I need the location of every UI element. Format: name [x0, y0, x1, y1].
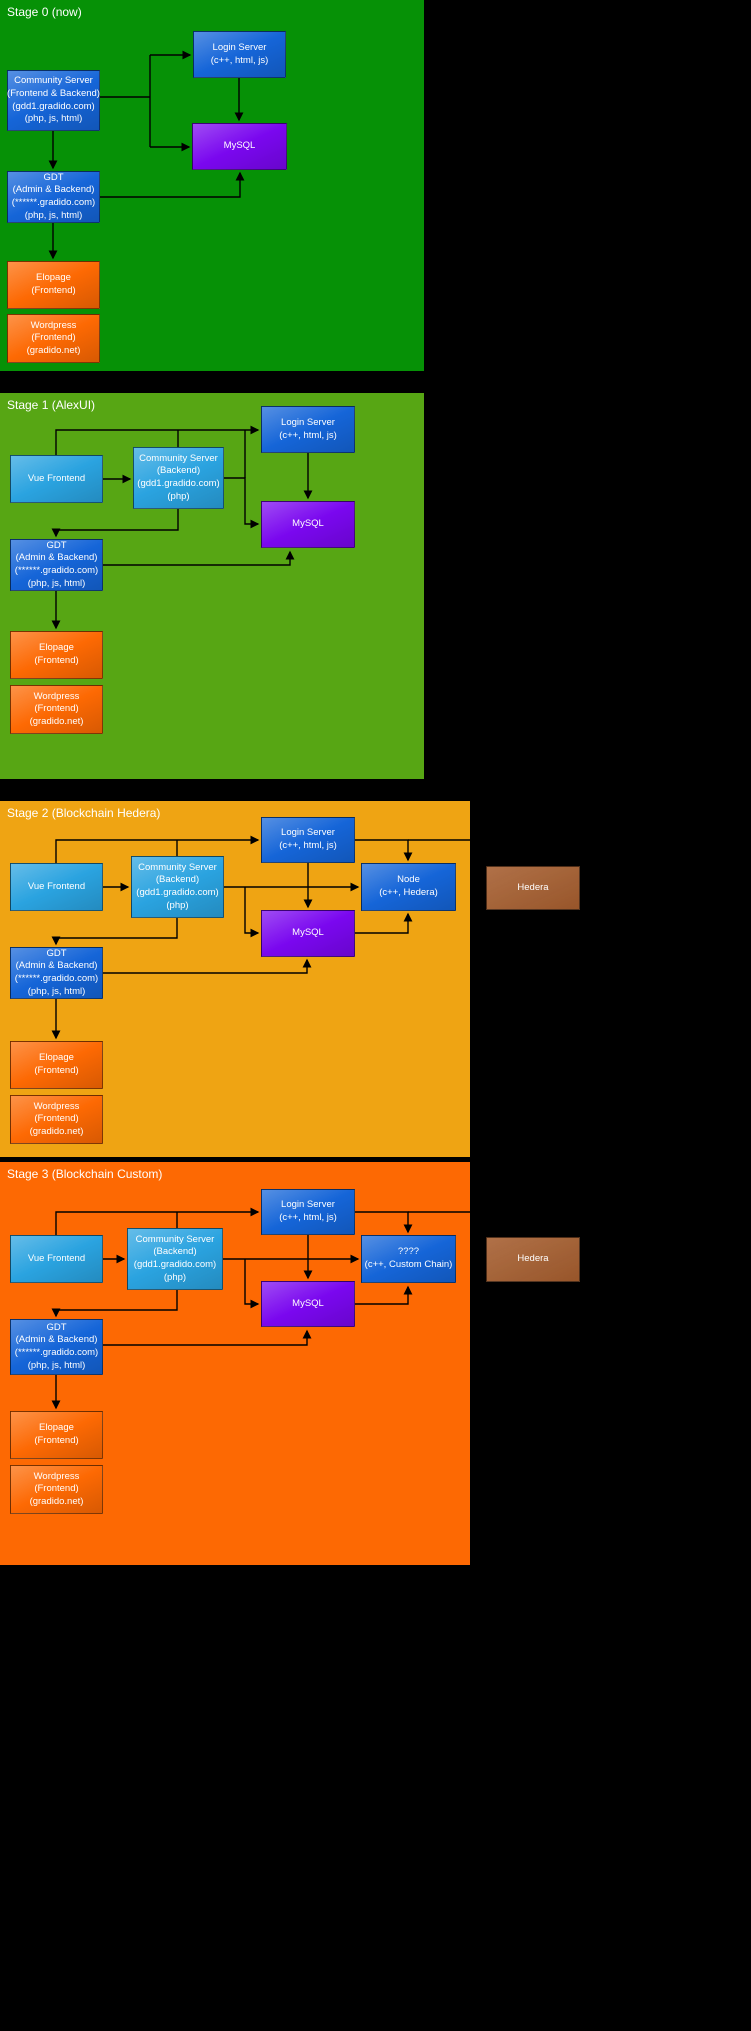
stage1-elopage-node: Elopage (Frontend) [10, 631, 103, 679]
stage-1-title: Stage 1 (AlexUI) [7, 398, 96, 412]
stage3-login-server-node: Login Server (c++, html, js) [261, 1189, 355, 1235]
stage2-hedera-node: Hedera [486, 866, 580, 910]
stage3-hedera-node: Hedera [486, 1237, 580, 1282]
stage1-gdt-node: GDT (Admin & Backend) (******.gradido.co… [10, 539, 103, 591]
stage1-community-server-node: Community Server (Backend) (gdd1.gradido… [133, 447, 224, 509]
stage3-vue-frontend-node: Vue Frontend [10, 1235, 103, 1283]
stage2-gdt-node: GDT (Admin & Backend) (******.gradido.co… [10, 947, 103, 999]
stage1-mysql-node: MySQL [261, 501, 355, 548]
stage1-wordpress-node: Wordpress (Frontend) (gradido.net) [10, 685, 103, 734]
stage2-wordpress-node: Wordpress (Frontend) (gradido.net) [10, 1095, 103, 1144]
stage2-community-server-node: Community Server (Backend) (gdd1.gradido… [131, 856, 224, 918]
stage3-elopage-node: Elopage (Frontend) [10, 1411, 103, 1459]
stage-3-title: Stage 3 (Blockchain Custom) [7, 1167, 163, 1181]
stage0-community-server-node: Community Server (Frontend & Backend) (g… [7, 70, 100, 131]
stage0-mysql-node: MySQL [192, 123, 287, 170]
stage2-mysql-node: MySQL [261, 910, 355, 957]
stage0-elopage-node: Elopage (Frontend) [7, 261, 100, 309]
stage3-mysql-node: MySQL [261, 1281, 355, 1327]
stage3-wordpress-node: Wordpress (Frontend) (gradido.net) [10, 1465, 103, 1514]
stage2-login-server-node: Login Server (c++, html, js) [261, 817, 355, 863]
stage-2-title: Stage 2 (Blockchain Hedera) [7, 806, 161, 820]
stage2-blockchain-node: Node (c++, Hedera) [361, 863, 456, 911]
stage0-wordpress-node: Wordpress (Frontend) (gradido.net) [7, 314, 100, 363]
stage1-vue-frontend-node: Vue Frontend [10, 455, 103, 503]
stage2-vue-frontend-node: Vue Frontend [10, 863, 103, 911]
stage3-gdt-node: GDT (Admin & Backend) (******.gradido.co… [10, 1319, 103, 1375]
stage-0-title: Stage 0 (now) [7, 5, 82, 19]
stage0-gdt-node: GDT (Admin & Backend) (******.gradido.co… [7, 171, 100, 223]
stage0-login-server-node: Login Server (c++, html, js) [193, 31, 286, 78]
stage3-custom-chain-node: ???? (c++, Custom Chain) [361, 1235, 456, 1283]
stage2-elopage-node: Elopage (Frontend) [10, 1041, 103, 1089]
stage1-login-server-node: Login Server (c++, html, js) [261, 406, 355, 453]
stage3-community-server-node: Community Server (Backend) (gdd1.gradido… [127, 1228, 223, 1290]
